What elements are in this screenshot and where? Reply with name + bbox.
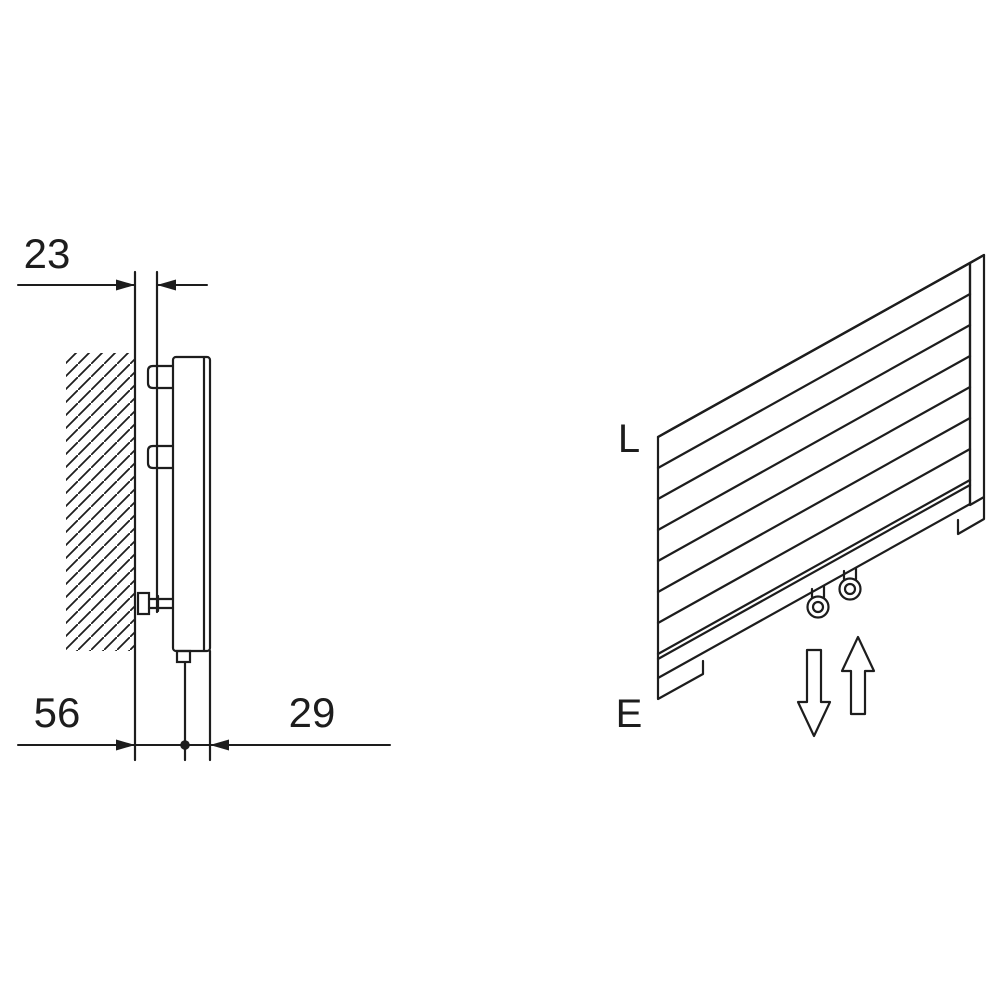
dim-terminator-dot: [180, 740, 190, 750]
bracket-clip-top: [146, 364, 175, 390]
bottom-rail: [656, 478, 972, 661]
radiator-front-face: [656, 261, 972, 680]
dim-arrow-right: [116, 279, 135, 291]
flow-arrows: [796, 635, 876, 738]
foot-bracket-left: [656, 659, 705, 701]
end-cap-right: [956, 495, 986, 536]
label-supply-L: L: [618, 417, 640, 461]
pipe-connection: [838, 566, 862, 601]
radiator-side-face: [968, 253, 986, 507]
radiator-slat-lines: [656, 292, 972, 625]
dim-arrow-left: [210, 739, 229, 751]
wall-hatching: [66, 353, 135, 651]
dim-arrow-right: [116, 739, 135, 751]
dim-arrow-left: [157, 279, 176, 291]
mounting-bracket: [136, 270, 175, 616]
dim-29-label: 29: [289, 689, 336, 736]
dimension-connection-to-front: 29: [209, 689, 391, 751]
flow-up-arrow: [840, 635, 876, 716]
dimension-annotations: 23 56 29: [17, 230, 391, 751]
side-view: [66, 270, 212, 762]
pipe-connection: [806, 584, 830, 619]
bracket-clip-middle: [146, 444, 175, 470]
dim-23-label: 23: [24, 230, 71, 277]
flow-down-arrow: [796, 648, 832, 738]
bracket-screw: [136, 591, 175, 616]
dimension-wall-to-bracket: 23: [17, 230, 208, 291]
radiator-3d-view: L E: [616, 253, 986, 738]
radiator-foot: [175, 649, 192, 664]
radiator-side-profile: [171, 355, 212, 653]
label-return-E: E: [616, 692, 643, 736]
dim-56-label: 56: [34, 689, 81, 736]
pipe-connections: [806, 566, 862, 619]
dimension-wall-to-connection: 56: [17, 689, 211, 751]
